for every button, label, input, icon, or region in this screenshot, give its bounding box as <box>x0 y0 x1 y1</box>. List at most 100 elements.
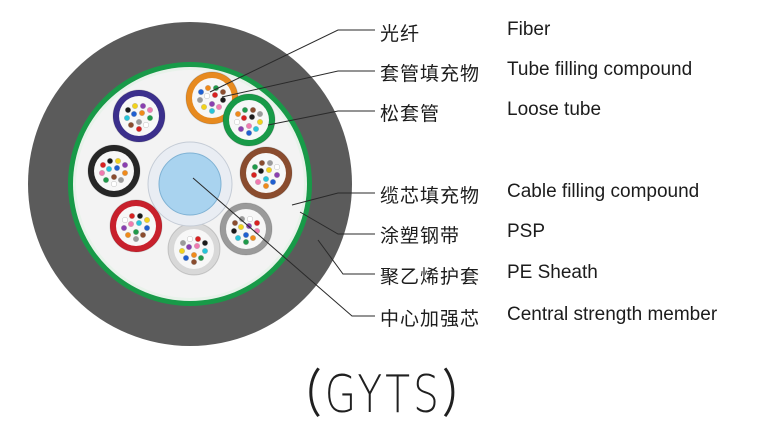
fiber <box>146 106 154 114</box>
fiber <box>130 110 138 118</box>
fiber <box>256 118 264 126</box>
label-zh-5: 聚乙烯护套 <box>380 266 481 288</box>
fiber <box>269 178 277 186</box>
fiber <box>233 118 241 126</box>
loose-tube-5 <box>109 199 163 253</box>
fiber <box>146 114 154 122</box>
leader-line-1 <box>221 70 375 98</box>
fiber <box>128 212 136 220</box>
fiber <box>258 159 266 167</box>
loose-tube-2 <box>239 146 293 200</box>
fiber <box>117 176 125 184</box>
fiber <box>201 239 209 247</box>
fiber <box>238 215 246 223</box>
fiber <box>252 125 260 133</box>
leader-line-2 <box>267 110 375 126</box>
fiber <box>142 121 150 129</box>
loose-tube-1 <box>222 93 276 147</box>
model-code: （GYTS） <box>281 365 486 425</box>
loose-tube-0 <box>185 71 239 125</box>
fiber <box>106 157 114 165</box>
fiber <box>113 164 121 172</box>
fiber <box>256 110 264 118</box>
fiber <box>123 114 131 122</box>
label-en-5: PE Sheath <box>507 262 598 283</box>
fiber <box>204 84 212 92</box>
fiber <box>143 216 151 224</box>
fiber <box>102 176 110 184</box>
fiber <box>186 235 194 243</box>
label-zh-6: 中心加强芯 <box>380 308 481 330</box>
fiber <box>105 165 113 173</box>
label-en-6: Central strength member <box>507 304 718 325</box>
loose-tube-3 <box>219 202 273 256</box>
fiber <box>124 231 132 239</box>
fiber <box>265 166 273 174</box>
fiber <box>136 212 144 220</box>
fiber <box>254 178 262 186</box>
fiber <box>110 173 118 181</box>
label-en-3: Cable filling compound <box>507 181 700 202</box>
fiber <box>197 254 205 262</box>
loose-tube-6 <box>87 144 141 198</box>
fiber <box>251 163 259 171</box>
fiber <box>190 258 198 266</box>
fiber <box>203 92 211 100</box>
label-zh-4: 涂塑钢带 <box>380 225 461 247</box>
fiber <box>138 109 146 117</box>
fiber <box>131 102 139 110</box>
label-en-1: Tube filling compound <box>507 59 693 80</box>
fiber <box>194 235 202 243</box>
fiber <box>231 219 239 227</box>
fiber <box>132 235 140 243</box>
fiber <box>245 129 253 137</box>
fiber <box>121 161 129 169</box>
fiber <box>135 219 143 227</box>
fiber <box>132 228 140 236</box>
fiber <box>185 243 193 251</box>
fiber <box>253 219 261 227</box>
fiber <box>262 175 270 183</box>
fiber <box>124 106 132 114</box>
fiber <box>178 247 186 255</box>
leader-line-4 <box>299 211 375 235</box>
leader-line-0 <box>209 29 375 93</box>
leader-line-3 <box>291 192 375 206</box>
fiber <box>240 114 248 122</box>
fiber <box>273 171 281 179</box>
fiber <box>234 234 242 242</box>
central-strength-member <box>158 152 222 216</box>
fiber <box>139 102 147 110</box>
fiber <box>237 223 245 231</box>
leader-lines <box>192 29 375 317</box>
fiber <box>135 125 143 133</box>
fiber <box>197 88 205 96</box>
fiber <box>120 224 128 232</box>
fiber <box>121 216 129 224</box>
fiber <box>234 110 242 118</box>
label-en-0: Fiber <box>507 19 551 40</box>
leader-line-5 <box>317 239 375 275</box>
fiber <box>273 163 281 171</box>
fiber <box>246 215 254 223</box>
fiber <box>248 113 256 121</box>
fiber <box>179 239 187 247</box>
loose-tubes <box>87 71 293 276</box>
leader-line-6 <box>192 177 375 317</box>
fiber <box>242 231 250 239</box>
label-zh-0: 光纤 <box>380 23 421 45</box>
fiber <box>249 106 257 114</box>
fiber <box>110 180 118 188</box>
fiber <box>182 254 190 262</box>
fiber <box>219 88 227 96</box>
fiber <box>143 224 151 232</box>
fiber <box>200 103 208 111</box>
fiber <box>98 169 106 177</box>
label-en-4: PSP <box>507 221 546 242</box>
loose-tube-4 <box>167 222 221 276</box>
fiber <box>245 122 253 130</box>
label-en-2: Loose tube <box>507 99 602 120</box>
fiber <box>266 159 274 167</box>
label-zh-3: 缆芯填充物 <box>380 185 481 207</box>
